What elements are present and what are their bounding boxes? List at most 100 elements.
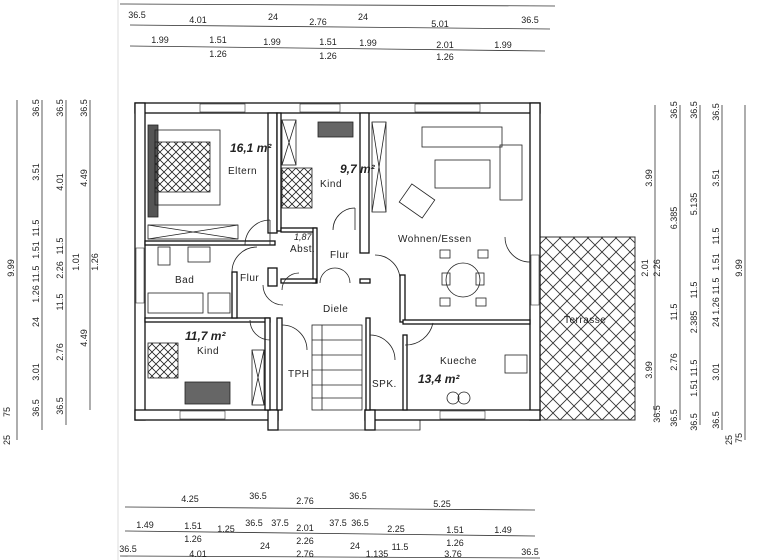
- dimension-label: 36.5: [689, 413, 699, 431]
- dimension-label: 25: [2, 435, 12, 445]
- room-terrasse: Terrasse: [564, 315, 606, 326]
- dimension-label: 11.5: [55, 294, 65, 311]
- dimension-label: 2.76: [296, 549, 314, 559]
- dimension-label: 5.25: [433, 499, 451, 509]
- area-eltern: 16,1 m²: [230, 141, 272, 155]
- dimension-label: 36.5: [689, 101, 699, 119]
- dimension-label: 36.5: [31, 399, 41, 417]
- room-kind-top: Kind: [320, 179, 342, 190]
- dimension-label: 2.01: [296, 523, 314, 533]
- dimension-label: 75: [2, 407, 12, 417]
- room-diele: Diele: [323, 304, 348, 315]
- dimension-label: 1.135: [366, 549, 389, 559]
- dimension-label: 1.26: [209, 49, 227, 59]
- dimension-label: 2.26: [55, 261, 65, 279]
- dimension-label: 11.5: [31, 266, 41, 283]
- dimension-label: 4.25: [181, 494, 199, 504]
- dimension-label: 3.99: [644, 169, 654, 187]
- dimension-label: 36.5: [245, 518, 263, 528]
- dimension-label: 2.76: [55, 343, 65, 361]
- dimension-label: 5.135: [689, 193, 699, 216]
- room-labels: Eltern 16,1 m² Kind 9,7 m² Wohnen/Essen …: [175, 141, 606, 390]
- room-abst: Abst.: [290, 244, 315, 255]
- room-spk: SPK.: [372, 379, 397, 390]
- dimension-label: 24: [268, 12, 278, 22]
- dimension-label: 1.99: [359, 38, 377, 48]
- area-kueche: 13,4 m²: [418, 372, 460, 386]
- dimension-label: 2.01: [436, 40, 454, 50]
- area-kind-top: 9,7 m²: [340, 162, 376, 176]
- furniture: [147, 119, 528, 411]
- dimension-label: 4.01: [55, 173, 65, 191]
- dimension-label: 11.5: [689, 282, 699, 299]
- dimension-label: 2.01: [640, 259, 650, 277]
- dimension-label: 1.26: [319, 51, 337, 61]
- room-flur-left: Flur: [240, 273, 259, 284]
- dimension-label: 1.51: [209, 35, 227, 45]
- dimension-label: 5.01: [431, 19, 449, 29]
- dimension-label: 2.26: [652, 259, 662, 277]
- room-wohnen-essen: Wohnen/Essen: [398, 234, 472, 245]
- terrace: [536, 236, 636, 421]
- dimension-label: 36.5: [55, 99, 65, 117]
- dimension-label: 24: [711, 317, 721, 327]
- dimension-label: 1.51: [31, 241, 41, 259]
- dimension-label: 75: [734, 433, 744, 443]
- dimension-label: 1.26: [31, 285, 41, 303]
- dimension-label: 1.51: [446, 525, 464, 535]
- dimension-label: 3.99: [644, 361, 654, 379]
- room-bad: Bad: [175, 275, 194, 286]
- dimension-label: 36.5: [521, 547, 539, 557]
- dimension-label: 1.25: [217, 524, 235, 534]
- room-tph: TPH: [288, 369, 310, 380]
- dimension-label: 6.385: [669, 207, 679, 230]
- dimension-label: 24: [31, 317, 41, 327]
- room-kueche: Kueche: [440, 356, 477, 367]
- dimension-label: 1.51: [711, 253, 721, 271]
- dimension-label: 36.5: [249, 491, 267, 501]
- dimension-label: 36.5: [128, 10, 146, 20]
- dimension-label: 1.51: [184, 521, 202, 531]
- dimension-label: 3.76: [444, 549, 462, 559]
- dimension-label: 4.01: [189, 549, 207, 559]
- dimension-label: 11.5: [669, 304, 679, 321]
- dimension-label: 1.26: [446, 538, 464, 548]
- dimension-label: 2.76: [309, 17, 327, 27]
- dimension-label: 36.5: [711, 103, 721, 121]
- dimension-lines: 36.5 4.01 24 2.76 24 5.01 36.5 1.99 1.51 1.26 1.99…: [2, 3, 746, 559]
- dimension-label: 36.5: [521, 15, 539, 25]
- dimension-label: 4.01: [189, 15, 207, 25]
- dimension-label: 2.76: [669, 353, 679, 371]
- dimension-label: 1.26: [90, 253, 100, 271]
- dimension-label: 2.76: [296, 496, 314, 506]
- dimension-label: 4.49: [79, 169, 89, 187]
- dimension-label: 3.51: [711, 169, 721, 187]
- room-flur-mid: Flur: [330, 250, 349, 261]
- dimension-label: 9.99: [6, 259, 16, 277]
- inner-walls: [144, 112, 531, 411]
- dimension-label: 11.5: [31, 220, 41, 237]
- room-eltern: Eltern: [228, 166, 257, 177]
- dimension-label: 36.5: [669, 409, 679, 427]
- area-kind-bottom: 11,7 m²: [185, 329, 226, 343]
- area-abst: 1,87: [294, 232, 313, 242]
- dimension-label: 36.5: [351, 518, 369, 528]
- dimension-label: 37.5: [329, 518, 347, 528]
- outer-walls: [134, 102, 541, 431]
- dimension-label: 2.26: [296, 536, 314, 546]
- dimension-label: 11.5: [711, 228, 721, 245]
- dimension-label: 1.51: [319, 37, 337, 47]
- dimension-label: 1.99: [263, 37, 281, 47]
- dimension-label: 24: [260, 541, 270, 551]
- dimension-label: 1.26: [711, 297, 721, 315]
- room-kind-bottom: Kind: [197, 346, 219, 357]
- dimension-label: 9.99: [734, 259, 744, 277]
- dimension-label: 36.5: [652, 405, 662, 423]
- dimension-label: 2.385: [689, 311, 699, 334]
- dimension-label: 1.49: [494, 525, 512, 535]
- dimension-label: 36.5: [349, 491, 367, 501]
- dimension-label: 11.5: [689, 360, 699, 377]
- dimension-label: 1.26: [436, 52, 454, 62]
- dimension-label: 24: [358, 12, 368, 22]
